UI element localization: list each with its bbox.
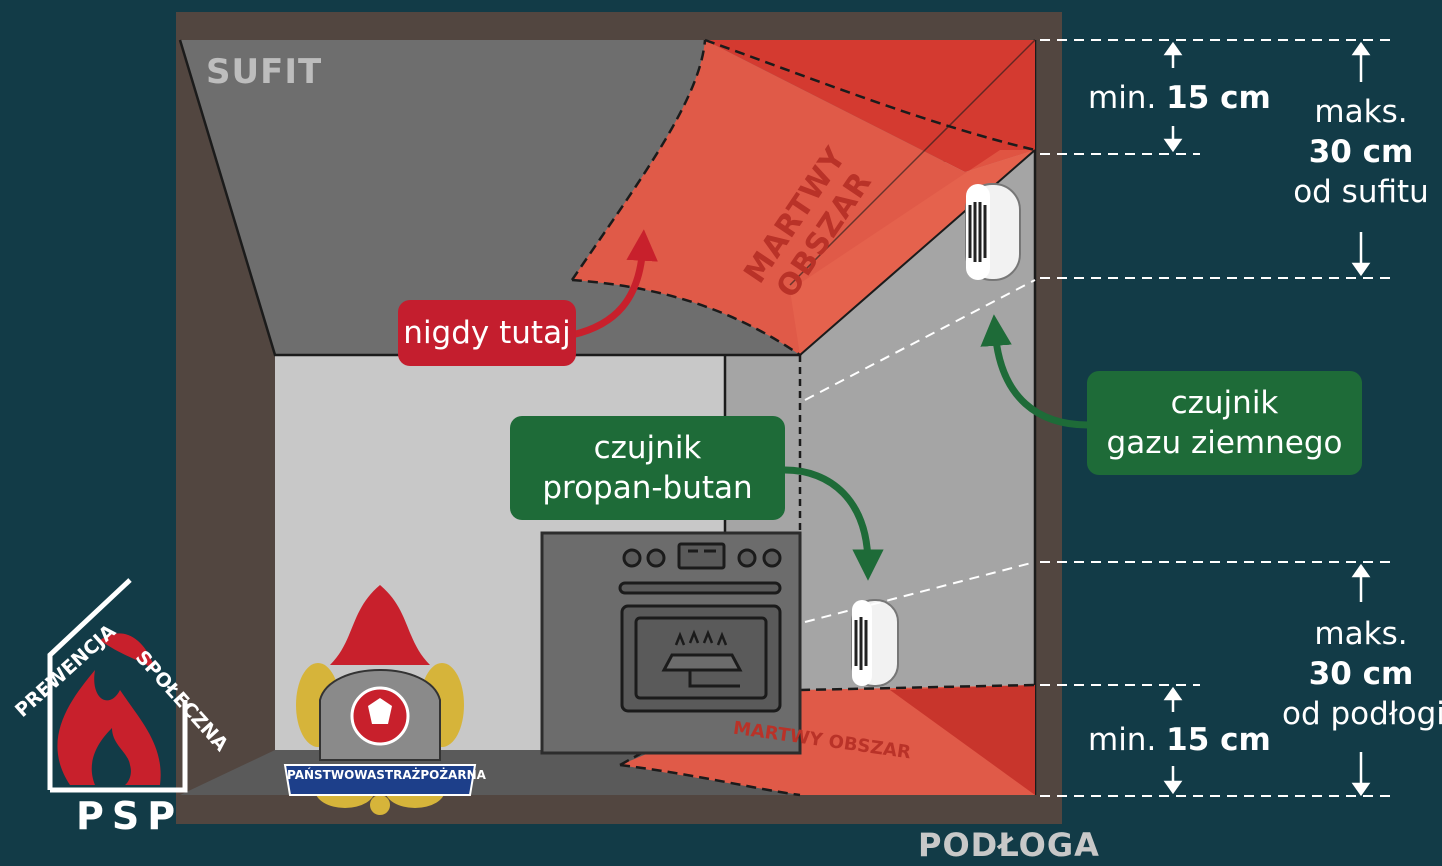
never-here-arrow [571, 229, 658, 339]
bottom-max-measure: maks. 30 cm od podłogi [1282, 614, 1442, 734]
wall-guides [804, 279, 1036, 623]
top-max-measure: maks. 30 cm od sufitu [1282, 92, 1440, 212]
propane-arrow [784, 466, 884, 581]
bottom-min-prefix: min. [1088, 722, 1157, 758]
badge-left-text: PAŃSTWOWA [287, 768, 377, 782]
measure-guides [1040, 39, 1390, 797]
badge-right-text: POŻARNA [420, 768, 486, 782]
psp-wordmark: PSP [76, 794, 184, 838]
bottom-min-value: 15 cm [1166, 722, 1271, 758]
ceiling-label: SUFIT [206, 52, 323, 92]
natural-gas-callout: czujnik gazu ziemnego [1087, 371, 1362, 475]
badge-mid-text: STRAŻ [376, 768, 421, 782]
measure-arrows [1163, 41, 1371, 797]
bottom-max-prefix: maks. [1314, 616, 1408, 652]
fire-service-badge [283, 585, 477, 815]
never-here-callout: nigdy tutaj [398, 300, 576, 366]
propane-detector [851, 599, 899, 687]
natural-gas-arrow [980, 314, 1089, 429]
bottom-max-suffix: od podłogi [1282, 696, 1442, 732]
bottom-min-measure: min. 15 cm [1088, 720, 1271, 760]
top-min-value: 15 cm [1166, 80, 1271, 116]
natural-gas-line2: gazu ziemnego [1106, 425, 1343, 461]
propane-line2: propan-butan [542, 470, 753, 506]
top-max-suffix: od sufitu [1293, 174, 1429, 210]
propane-callout: czujnik propan-butan [510, 416, 785, 520]
propane-line1: czujnik [593, 430, 702, 466]
prevention-logo [47, 578, 188, 793]
top-min-prefix: min. [1088, 80, 1157, 116]
badge-ribbon: PAŃSTWOWA STRAŻ POŻARNA [287, 768, 486, 782]
never-here-text: nigdy tutaj [403, 315, 571, 351]
right-wall [725, 40, 1035, 795]
top-max-value: 30 cm [1308, 134, 1414, 170]
bottom-max-value: 30 cm [1308, 656, 1414, 692]
floor-label: PODŁOGA [918, 826, 1100, 864]
top-max-prefix: maks. [1314, 94, 1408, 130]
top-min-measure: min. 15 cm [1088, 78, 1271, 118]
natural-gas-detector [965, 183, 1021, 281]
stove [540, 531, 802, 755]
natural-gas-line1: czujnik [1170, 385, 1279, 421]
